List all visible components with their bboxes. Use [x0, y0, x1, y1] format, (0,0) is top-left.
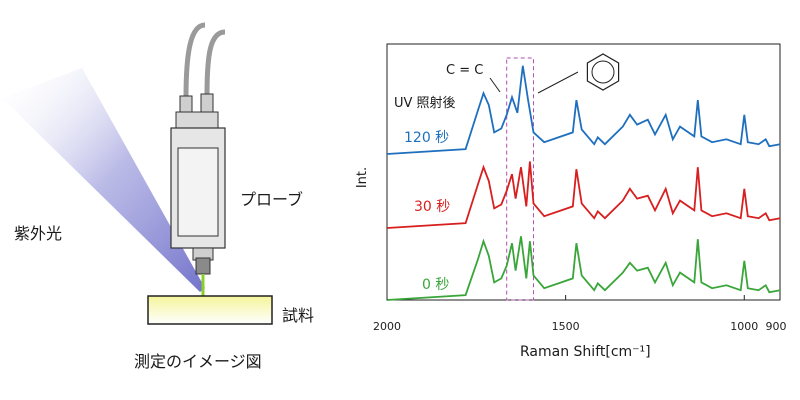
- benzene-ring-icon: [586, 53, 620, 91]
- probe-connector: [179, 95, 193, 115]
- probe-cable-right: [204, 29, 226, 97]
- series-line-2: [386, 236, 781, 301]
- uv-after-label: UV 照射後: [394, 96, 456, 111]
- x-tick-label: 900: [766, 320, 787, 333]
- x-tick-label: 1500: [552, 320, 580, 333]
- x-tick-label: 1000: [730, 320, 758, 333]
- raman-chart: 2000 1500 1000 900: [373, 43, 787, 333]
- benzene-pointer: [537, 71, 579, 94]
- x-tick-layer: 2000 1500 1000 900: [373, 295, 787, 333]
- cc-label: C = C: [446, 63, 484, 78]
- x-axis-label: Raman Shift[cm⁻¹]: [520, 344, 651, 360]
- series-line-1: [386, 161, 781, 229]
- cc-pointer: [489, 77, 501, 93]
- probe-label: プローブ: [240, 190, 304, 209]
- y-axis-label: Int.: [355, 166, 371, 189]
- series-label-0: 0 秒: [422, 277, 450, 293]
- series-label-30: 30 秒: [414, 199, 451, 215]
- series-layer: [386, 65, 781, 301]
- probe-connector: [200, 93, 214, 115]
- plot-frame: [386, 43, 781, 301]
- series-line-0: [386, 65, 781, 155]
- uv-beam: [2, 68, 205, 292]
- sample-block: [147, 295, 273, 325]
- probe-cable-left: [183, 22, 206, 99]
- probe-lens: [195, 257, 211, 275]
- cc-highlight-box: [506, 57, 534, 301]
- uv-light-label: 紫外光: [14, 224, 63, 243]
- probe-window: [177, 147, 219, 237]
- sample-label: 試料: [282, 306, 315, 325]
- x-tick-label: 2000: [373, 320, 401, 333]
- measurement-illustration: [2, 22, 273, 325]
- probe-top-block: [175, 111, 219, 131]
- illustration-caption: 測定のイメージ図: [134, 352, 262, 371]
- series-label-120: 120 秒: [404, 130, 450, 146]
